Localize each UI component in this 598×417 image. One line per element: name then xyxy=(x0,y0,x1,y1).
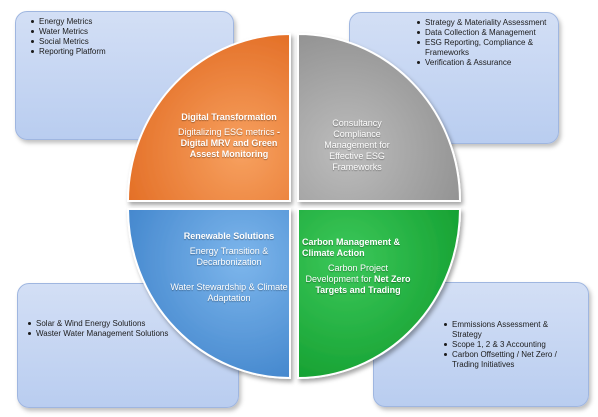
list-item: Solar & Wind Energy Solutions xyxy=(27,319,238,329)
list-item: Waster Water Management Solutions xyxy=(27,329,238,339)
quadrant-body-bold: - Digital MRV and Green Assest Monitorin… xyxy=(180,127,281,159)
list-item: Water Metrics xyxy=(30,27,233,37)
quadrant-body-plain: Carbon Project Development for xyxy=(305,263,389,284)
quadrant-label-top-right: Consultancy Compliance Management for Ef… xyxy=(316,114,398,173)
list-item: Scope 1, 2 & 3 Accounting xyxy=(443,340,578,350)
list-item: Data Collection & Management xyxy=(416,28,550,38)
quadrant-body-plain: Digitalizing ESG metrics xyxy=(177,127,275,137)
quadrant-carbon-management xyxy=(297,208,462,380)
quadrant-label-top-left: Digital Transformation Digitalizing ESG … xyxy=(170,112,288,160)
list-item: Social Metrics xyxy=(30,37,233,47)
quadrant-body-bold: Net Zero Targets and Trading xyxy=(315,274,411,295)
list-item: Verification & Assurance xyxy=(416,58,550,68)
callout-list: Emmissions Assessment & Strategy Scope 1… xyxy=(443,320,578,370)
list-item: Emmissions Assessment & Strategy xyxy=(443,320,578,340)
list-item: Reporting Platform xyxy=(30,47,233,57)
callout-list: Solar & Wind Energy Solutions Waster Wat… xyxy=(27,319,238,339)
quadrant-title: Carbon Management & Climate Action xyxy=(302,237,401,258)
quadrant-body: Digitalizing ESG metrics - Digital MRV a… xyxy=(170,127,288,160)
quadrant-title: Digital Transformation xyxy=(181,112,277,122)
quadrant-body-secondary: Water Stewardship & Climate Adaptation xyxy=(170,282,288,303)
quadrant-body: Energy Transition & Decarbonization xyxy=(189,246,269,267)
callout-list: Strategy & Materiality Assessment Data C… xyxy=(416,18,550,68)
quadrant-title: Renewable Solutions xyxy=(183,231,275,241)
callout-list: Energy Metrics Water Metrics Social Metr… xyxy=(30,17,233,57)
quadrant-renewable-solutions xyxy=(126,208,291,380)
list-item: Carbon Offsetting / Net Zero / Trading I… xyxy=(443,350,578,370)
quadrant-body: Consultancy Compliance Management for Ef… xyxy=(324,118,390,172)
list-item: Energy Metrics xyxy=(30,17,233,27)
quadrant-label-bottom-left: Renewable Solutions Energy Transition & … xyxy=(168,231,290,304)
quadrant-consultancy xyxy=(297,32,462,202)
quadrant-body: Carbon Project Development for Net Zero … xyxy=(302,263,414,296)
list-item: Strategy & Materiality Assessment xyxy=(416,18,550,28)
quadrant-label-bottom-right: Carbon Management & Climate Action Carbo… xyxy=(302,237,414,296)
quadrant-digital-transformation xyxy=(126,32,291,202)
list-item: ESG Reporting, Compliance & Frameworks xyxy=(416,38,550,58)
